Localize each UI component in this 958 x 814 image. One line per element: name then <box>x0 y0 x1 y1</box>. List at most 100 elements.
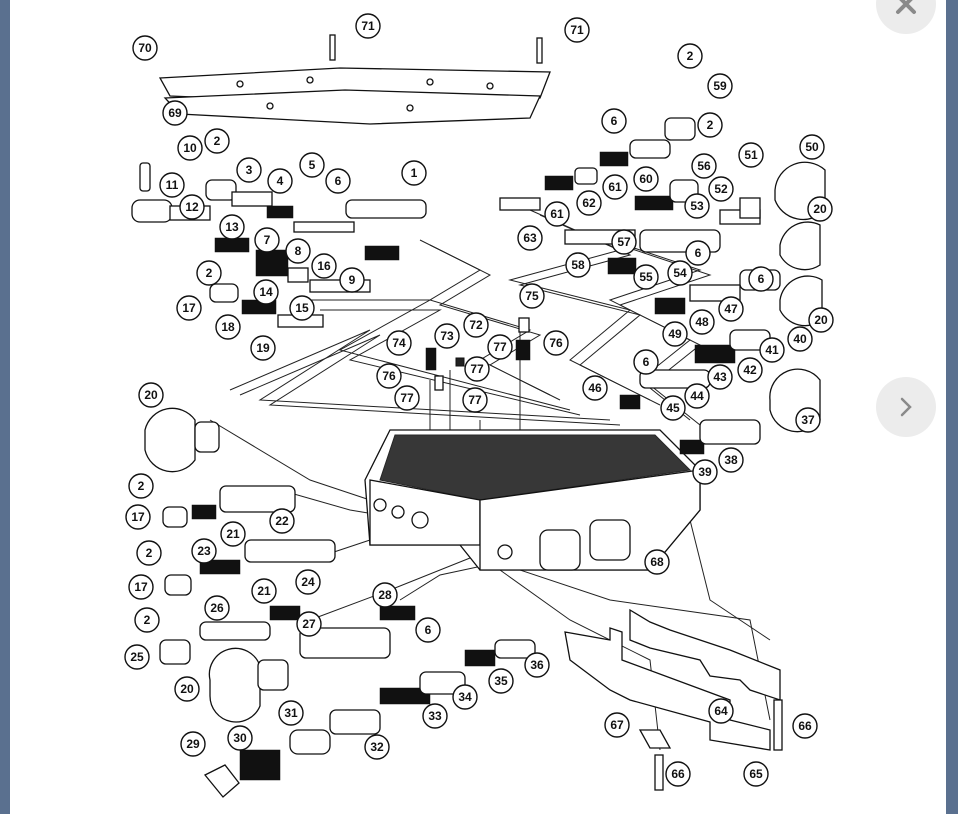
next-image-button[interactable] <box>876 377 936 437</box>
callout-17: 17 <box>128 574 154 600</box>
callout-18: 18 <box>215 314 241 340</box>
callout-number: 53 <box>690 199 704 213</box>
callout-77: 77 <box>394 385 420 411</box>
callout-number: 40 <box>793 332 807 346</box>
callout-number: 17 <box>182 301 196 315</box>
callout-number: 52 <box>714 182 728 196</box>
callout-48: 48 <box>689 309 715 335</box>
callout-number: 56 <box>697 159 711 173</box>
callout-47: 47 <box>718 296 744 322</box>
callout-number: 38 <box>724 453 738 467</box>
callout-6: 6 <box>415 617 441 643</box>
callout-number: 63 <box>523 231 537 245</box>
callout-10: 10 <box>177 135 203 161</box>
callout-number: 16 <box>317 259 331 273</box>
callout-number: 2 <box>138 479 145 493</box>
callout-number: 2 <box>144 613 151 627</box>
callout-71: 71 <box>355 13 381 39</box>
callout-number: 20 <box>180 682 194 696</box>
callout-number: 21 <box>257 584 271 598</box>
callout-number: 26 <box>210 601 224 615</box>
callout-number: 34 <box>458 690 472 704</box>
callout-number: 43 <box>713 370 727 384</box>
callout-60: 60 <box>633 166 659 192</box>
callout-73: 73 <box>434 323 460 349</box>
callout-20: 20 <box>807 196 833 222</box>
callout-number: 1 <box>411 166 418 180</box>
callout-54: 54 <box>667 260 693 286</box>
callout-number: 2 <box>687 49 694 63</box>
callout-76: 76 <box>376 363 402 389</box>
callout-2: 2 <box>196 260 222 286</box>
callout-1: 1 <box>401 160 427 186</box>
callout-57: 57 <box>611 229 637 255</box>
callout-4: 4 <box>267 168 293 194</box>
callout-number: 24 <box>301 575 315 589</box>
callout-2: 2 <box>136 540 162 566</box>
callout-71: 71 <box>564 17 590 43</box>
callout-number: 13 <box>225 220 239 234</box>
callout-6: 6 <box>685 240 711 266</box>
callout-number: 77 <box>468 393 482 407</box>
callout-number: 2 <box>206 266 213 280</box>
callout-number: 31 <box>284 706 298 720</box>
callout-number: 39 <box>698 465 712 479</box>
callout-13: 13 <box>219 214 245 240</box>
callout-34: 34 <box>452 684 478 710</box>
callout-number: 50 <box>805 140 819 154</box>
callout-5: 5 <box>299 152 325 178</box>
callout-6: 6 <box>601 108 627 134</box>
callout-number: 67 <box>610 718 624 732</box>
callout-number: 54 <box>673 266 687 280</box>
callout-number: 2 <box>146 546 153 560</box>
callout-67: 67 <box>604 712 630 738</box>
callout-2: 2 <box>128 473 154 499</box>
callout-12: 12 <box>179 194 205 220</box>
callout-25: 25 <box>124 644 150 670</box>
callout-19: 19 <box>250 335 276 361</box>
callout-number: 20 <box>813 202 827 216</box>
center-pins <box>425 317 531 391</box>
chevron-right-icon <box>900 397 912 417</box>
callout-77: 77 <box>487 334 513 360</box>
callout-number: 60 <box>639 172 653 186</box>
callout-number: 14 <box>259 285 273 299</box>
valve-body <box>364 429 701 571</box>
callout-number: 51 <box>744 148 758 162</box>
callout-number: 6 <box>335 174 342 188</box>
callout-number: 32 <box>370 740 384 754</box>
callout-number: 61 <box>550 207 564 221</box>
callout-77: 77 <box>464 356 490 382</box>
callout-56: 56 <box>691 153 717 179</box>
callout-number: 18 <box>221 320 235 334</box>
callout-number: 5 <box>309 158 316 172</box>
callout-36: 36 <box>524 652 550 678</box>
callout-number: 19 <box>256 341 270 355</box>
callout-65: 65 <box>743 761 769 787</box>
callout-61: 61 <box>602 174 628 200</box>
callout-35: 35 <box>488 668 514 694</box>
callout-number: 62 <box>582 196 596 210</box>
callout-42: 42 <box>737 357 763 383</box>
callout-number: 65 <box>749 767 763 781</box>
callout-number: 11 <box>166 178 179 192</box>
callout-number: 2 <box>707 118 714 132</box>
callout-number: 66 <box>798 719 812 733</box>
callout-37: 37 <box>795 407 821 433</box>
callout-number: 73 <box>440 329 454 343</box>
callout-45: 45 <box>660 395 686 421</box>
callout-number: 46 <box>588 381 602 395</box>
callout-17: 17 <box>125 504 151 530</box>
callout-number: 47 <box>724 302 738 316</box>
callout-number: 69 <box>168 106 182 120</box>
callout-28: 28 <box>372 582 398 608</box>
callout-38: 38 <box>718 447 744 473</box>
callout-49: 49 <box>662 321 688 347</box>
callout-33: 33 <box>422 703 448 729</box>
callout-31: 31 <box>278 700 304 726</box>
callout-number: 37 <box>801 413 815 427</box>
separator-plate <box>158 34 551 125</box>
callout-number: 68 <box>650 555 664 569</box>
callout-15: 15 <box>289 295 315 321</box>
